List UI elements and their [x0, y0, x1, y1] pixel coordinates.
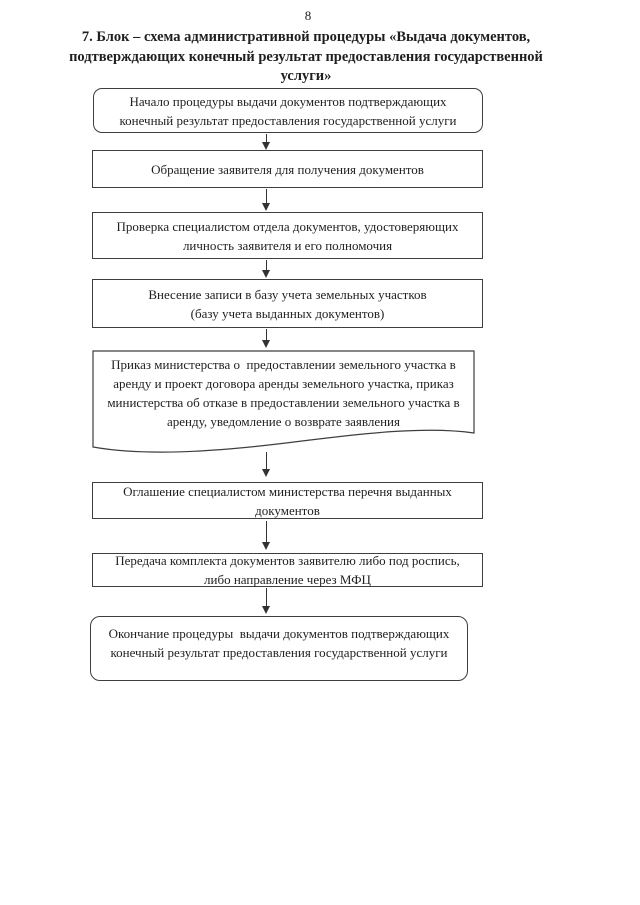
page-title-line: 7. Блок – схема административной процеду…	[81, 29, 531, 45]
arrow-down-icon	[262, 542, 270, 550]
flow-node-announcement: Оглашение специалистом министерства пере…	[92, 482, 483, 519]
arrow-down-icon	[262, 606, 270, 614]
flow-node-text: аренду, уведомление о возврате заявления	[167, 414, 400, 429]
flow-node-text: Обращение заявителя для получения докуме…	[151, 161, 424, 177]
flow-arrow	[262, 452, 271, 477]
flow-node-start: Начало процедуры выдачи документов подтв…	[93, 88, 483, 133]
document-shape-icon	[92, 350, 475, 453]
flow-arrow	[262, 189, 271, 211]
arrow-shaft	[266, 329, 267, 341]
flow-node-documents-output: Приказ министерства о предоставлении зем…	[92, 350, 475, 458]
flow-arrow	[262, 521, 271, 550]
flow-node-text: либо направление через МФЦ	[204, 572, 371, 587]
flow-node-text: конечный результат предоставления госуда…	[119, 112, 457, 128]
arrow-down-icon	[262, 469, 270, 477]
page-title-line: услуги»	[280, 68, 332, 84]
arrow-down-icon	[262, 203, 270, 211]
flow-node-text: Окончание процедуры выдачи документов по…	[108, 626, 450, 641]
arrow-shaft	[266, 588, 267, 607]
flow-node-text: Проверка специалистом отдела документов,…	[116, 218, 459, 234]
flow-node-text: Внесение записи в базу учета земельных у…	[148, 286, 427, 302]
flow-arrow	[262, 329, 271, 348]
flow-node-text: (базу учета выданных документов)	[190, 305, 385, 321]
page-title: 7. Блок – схема административной процеду…	[0, 28, 612, 87]
flow-node-verification: Проверка специалистом отдела документов,…	[92, 212, 483, 259]
flow-node-text: министерства об отказе в предоставлении …	[107, 395, 460, 410]
flow-node-text: документов	[255, 502, 320, 518]
arrow-shaft	[266, 189, 267, 204]
flow-arrow	[262, 260, 271, 278]
arrow-shaft	[266, 452, 267, 470]
flow-node-text: Передача комплекта документов заявителю …	[115, 553, 460, 568]
flow-arrow	[262, 588, 271, 614]
flow-arrow	[262, 134, 271, 150]
flow-node-application: Обращение заявителя для получения докуме…	[92, 150, 483, 188]
flow-node-text-block: Приказ министерства о предоставлении зем…	[100, 355, 467, 431]
flow-node-end: Окончание процедуры выдачи документов по…	[90, 616, 468, 681]
arrow-down-icon	[262, 340, 270, 348]
flow-node-text: личность заявителя и его полномочия	[182, 237, 393, 253]
flow-node-text: конечный результат предоставления госуда…	[110, 645, 448, 660]
flow-node-text: Оглашение специалистом министерства пере…	[123, 483, 452, 499]
arrow-down-icon	[262, 270, 270, 278]
arrow-shaft	[266, 134, 267, 143]
arrow-shaft	[266, 260, 267, 271]
page-title-line: подтверждающих конечный результат предос…	[69, 48, 543, 65]
flow-node-handover: Передача комплекта документов заявителю …	[92, 553, 483, 587]
flow-node-text: Приказ министерства о предоставлении зем…	[111, 357, 456, 372]
arrow-down-icon	[262, 142, 270, 150]
flow-node-record-entry: Внесение записи в базу учета земельных у…	[92, 279, 483, 328]
page-number: 8	[304, 8, 312, 23]
flow-node-text: аренду и проект договора аренды земельно…	[113, 376, 454, 391]
flow-node-text: Начало процедуры выдачи документов подтв…	[129, 93, 447, 109]
arrow-shaft	[266, 521, 267, 543]
